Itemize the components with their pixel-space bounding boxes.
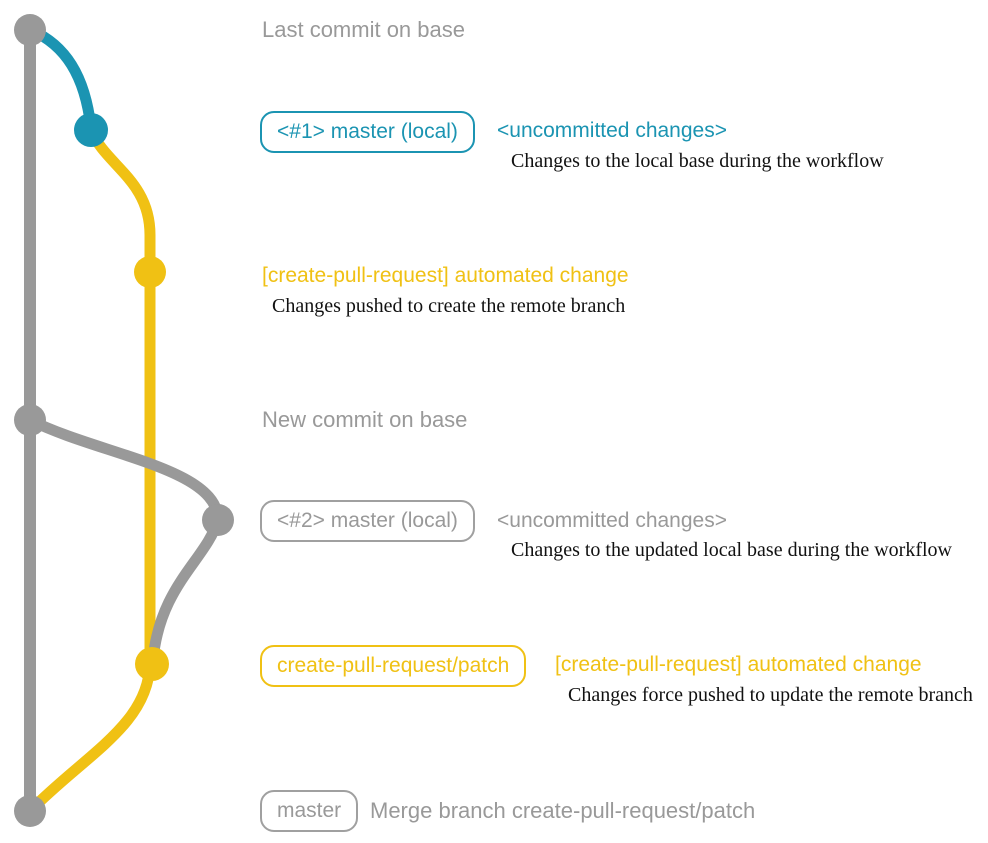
tag-master-local-1: <#1> master (local) [260,111,475,153]
branch-line-master-local-2 [24,414,224,526]
commit-dot-new-commit-on-base [14,404,46,436]
branch-line-create-pull-request-patch [24,124,156,817]
commit-dot-merge-commit [14,795,46,827]
commit-dot-last-commit-on-base [14,14,46,46]
commit-dot-automated-change-2 [135,647,169,681]
label-last-commit-on-base: Last commit on base [262,17,465,42]
title-uncommitted-changes-1: <uncommitted changes> [497,119,727,142]
commit-dot-automated-change-1 [134,256,166,288]
title-automated-change-1: [create-pull-request] automated change [262,264,629,287]
commit-dot-uncommitted-changes-2 [202,504,234,536]
title-automated-change-2: [create-pull-request] automated change [555,653,922,676]
description-automated-change-2: Changes force pushed to update the remot… [568,684,973,706]
branch-line-master-local-1 [25,24,97,134]
tag-master-local-2: <#2> master (local) [260,500,475,542]
title-uncommitted-changes-2: <uncommitted changes> [497,509,727,532]
label-new-commit-on-base: New commit on base [262,407,468,432]
description-uncommitted-changes-2: Changes to the updated local base during… [511,539,952,561]
label-merge-branch: Merge branch create-pull-request/patch [370,798,756,823]
description-automated-change-1: Changes pushed to create the remote bran… [272,295,626,317]
tag-create-pull-request-patch: create-pull-request/patch [260,645,527,687]
commit-graph [14,14,234,827]
tag-master: master [260,790,359,832]
commit-dot-uncommitted-changes-1 [74,113,108,147]
description-uncommitted-changes-1: Changes to the local base during the wor… [511,150,884,172]
branch-line-master-local-2-merge [147,514,224,666]
